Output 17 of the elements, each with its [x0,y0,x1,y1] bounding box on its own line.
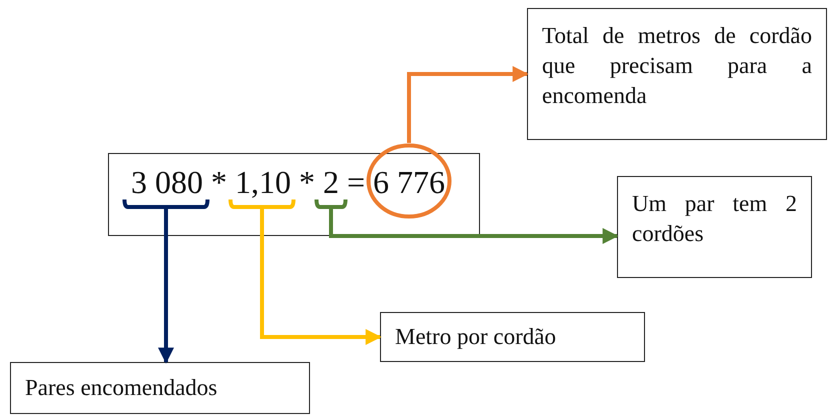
note-box [527,8,827,140]
note-text: Pares encomendados [25,374,218,402]
connector-arrow [329,210,619,244]
note-box [380,312,645,362]
connector-arrow [260,210,382,345]
note-text: Metro por cordão [395,323,557,351]
note-text: Total de metros de cordão que precisam para a encomenda [542,22,812,110]
equation-text: 3 080 * 1,10 * 2 = 6 776 [131,168,446,197]
note-text: Um par tem 2 cordões [632,190,797,248]
curly-bracket [228,198,294,210]
curly-bracket [122,198,208,210]
connector-arrow [407,66,529,143]
connector-arrow [158,210,174,364]
note-box [617,176,812,278]
note-box [10,362,310,414]
highlight-circle [366,142,452,218]
curly-bracket [314,198,346,210]
